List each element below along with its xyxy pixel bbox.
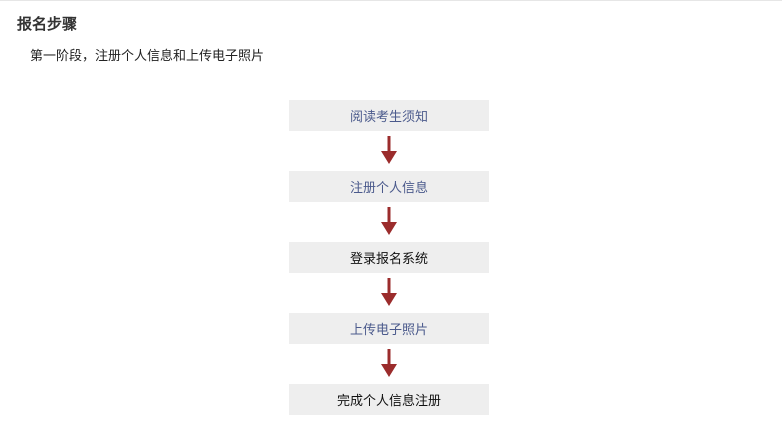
arrow-down-icon (381, 136, 397, 164)
arrow-down-icon (381, 349, 397, 377)
top-divider (0, 0, 782, 1)
step-register-info[interactable]: 注册个人信息 (289, 171, 489, 202)
registration-flow: 阅读考生须知 注册个人信息 登录报名系统 上传电子照片 完成个人信息注册 (289, 100, 489, 415)
step-login-system[interactable]: 登录报名系统 (289, 242, 489, 273)
flow-arrow (289, 202, 489, 242)
step-read-notice[interactable]: 阅读考生须知 (289, 100, 489, 131)
arrow-down-icon (381, 207, 397, 235)
step-upload-photo[interactable]: 上传电子照片 (289, 313, 489, 344)
step-complete-registration[interactable]: 完成个人信息注册 (289, 384, 489, 415)
flow-arrow (289, 273, 489, 313)
arrow-down-icon (381, 278, 397, 306)
section-title: 报名步骤 (17, 15, 78, 33)
flow-arrow (289, 131, 489, 171)
stage-description: 第一阶段，注册个人信息和上传电子照片 (30, 49, 265, 64)
flow-arrow (289, 344, 489, 384)
